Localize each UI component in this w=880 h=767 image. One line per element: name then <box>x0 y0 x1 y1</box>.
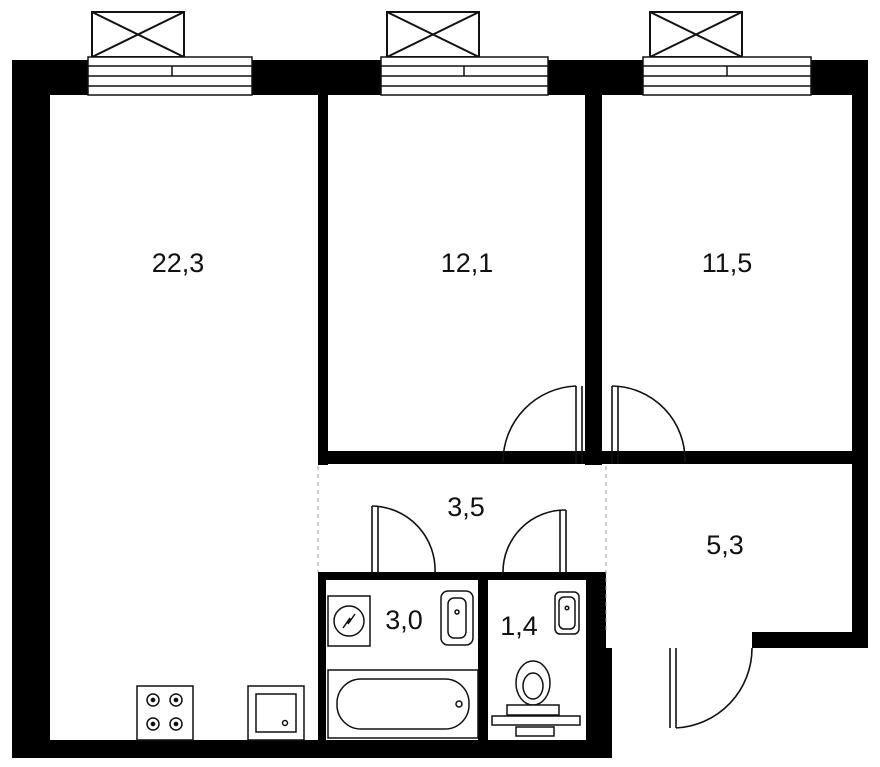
bathtub-icon <box>327 669 479 739</box>
toilet-floor-drain <box>515 726 555 737</box>
wall-bedroom-middle-bottom-left <box>318 451 503 464</box>
door-bedroom-right-icon <box>611 385 686 464</box>
washing-machine-icon <box>327 595 371 647</box>
toilet-fixtures <box>491 591 581 737</box>
wall-bath-top-left <box>318 572 372 580</box>
floor-entry-gap <box>668 636 750 650</box>
balconies <box>91 11 743 58</box>
wall-bath-top-right <box>435 572 503 580</box>
room-area-living-kitchen: 22,3 <box>152 248 205 278</box>
washbasin-bath-icon <box>440 590 474 646</box>
door-toilet-icon <box>502 509 567 574</box>
doors <box>371 385 753 729</box>
balcony-middle-icon <box>386 11 480 58</box>
room-area-bedroom-middle: 12,1 <box>441 248 494 278</box>
floor-hall <box>602 464 852 632</box>
room-area-corridor: 3,5 <box>447 492 485 522</box>
room-area-bathroom: 3,0 <box>385 605 423 635</box>
window-right-icon <box>642 56 812 96</box>
windows <box>87 56 812 96</box>
toilet-shelf <box>491 715 581 726</box>
door-entrance-icon <box>669 647 753 729</box>
stove-icon <box>136 685 194 741</box>
washbasin-toilet-icon <box>554 591 580 635</box>
floor-corridor <box>318 464 606 572</box>
floor-bedroom-right <box>602 95 852 451</box>
wall-living-bedroom <box>318 95 328 465</box>
floor-bedroom-middle <box>328 95 585 451</box>
door-bathroom-icon <box>371 505 436 574</box>
balcony-right-icon <box>649 11 743 58</box>
toilet-icon <box>506 660 560 716</box>
bathroom-fixtures <box>327 590 479 739</box>
door-bedroom-middle-icon <box>502 385 583 464</box>
balcony-left-icon <box>91 11 185 58</box>
interior-walls <box>318 95 852 758</box>
kitchen-fixtures <box>136 685 305 741</box>
floors <box>50 95 852 740</box>
window-middle-icon <box>380 56 549 96</box>
room-labels: 22,3 12,1 11,5 3,5 5,3 3,0 1,4 <box>152 248 753 641</box>
wall-between-bedrooms <box>585 95 602 465</box>
wall-bedroom-right-bottom <box>685 451 852 464</box>
wall-bath-toilet <box>478 572 488 740</box>
room-area-bedroom-right: 11,5 <box>702 248 753 278</box>
room-area-hall: 5,3 <box>706 530 744 560</box>
floor-living-kitchen <box>50 95 318 740</box>
window-left-icon <box>87 56 253 96</box>
wall-toilet-right <box>586 572 606 758</box>
kitchen-sink-icon <box>247 685 305 741</box>
open-boundaries <box>317 466 607 632</box>
room-area-toilet: 1,4 <box>500 611 538 641</box>
wall-bath-left <box>318 572 326 740</box>
